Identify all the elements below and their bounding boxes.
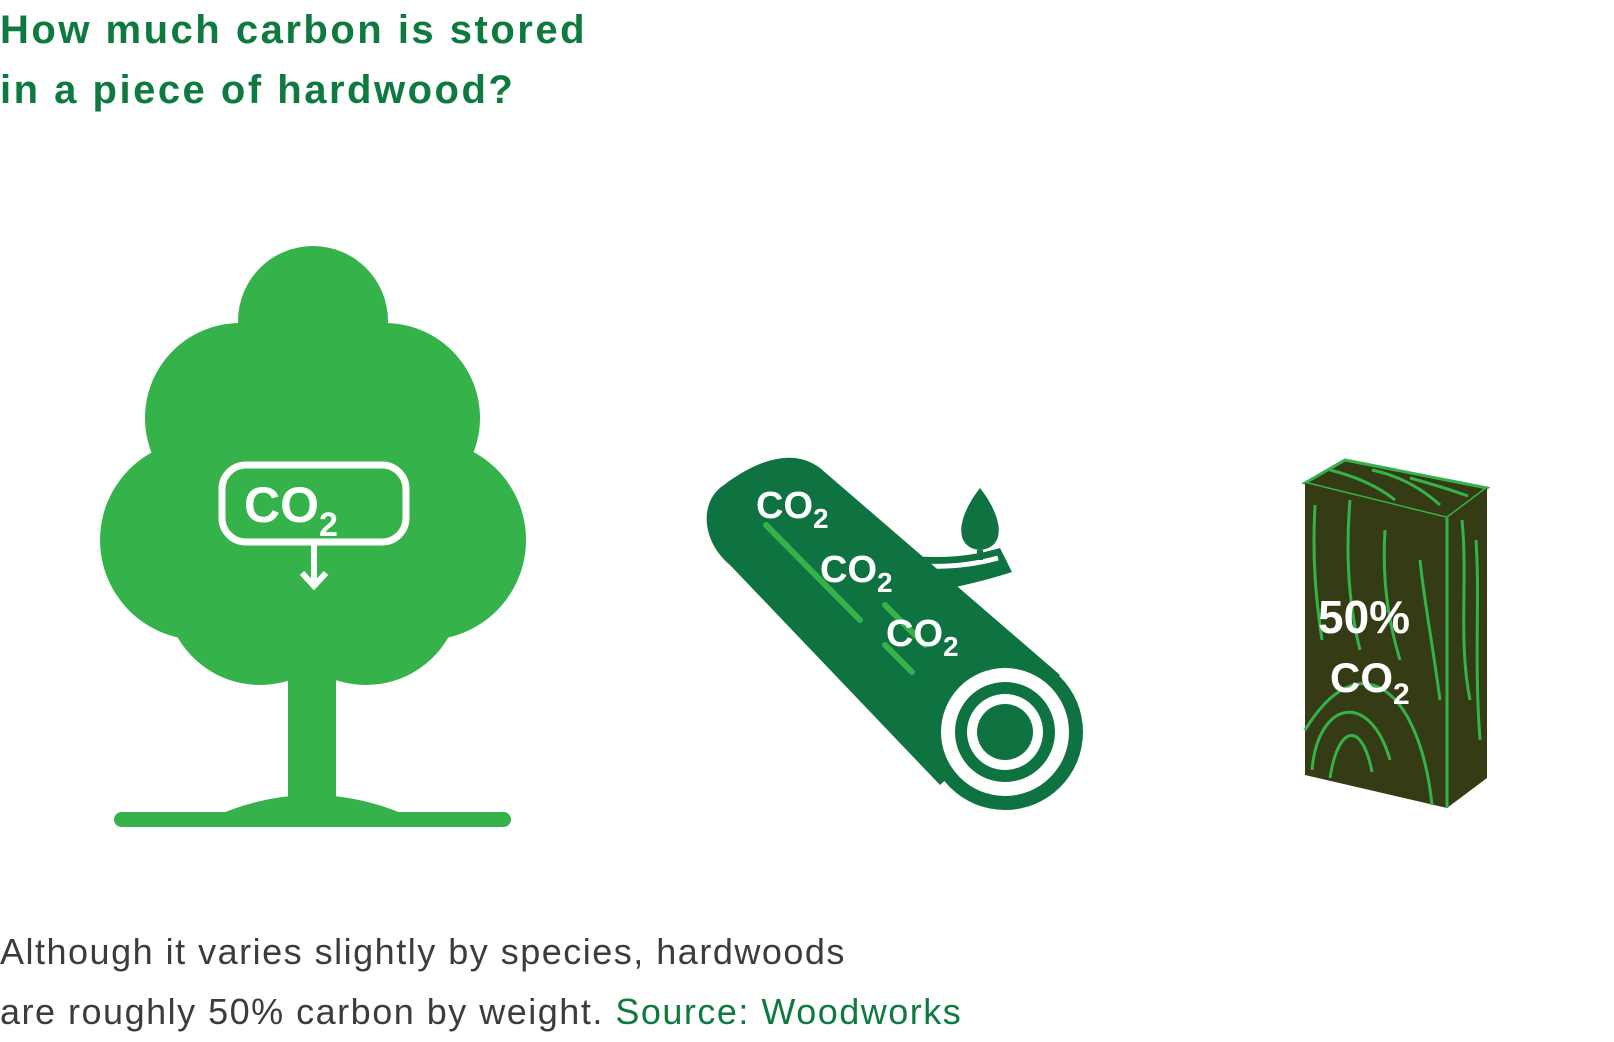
log-icon: CO2 CO2 CO2 bbox=[706, 457, 1083, 810]
caption-line-1: Although it varies slightly by species, … bbox=[0, 931, 846, 972]
caption-line-2-text: are roughly 50% carbon by weight. bbox=[0, 991, 616, 1032]
source-credit: Source: Woodworks bbox=[615, 991, 963, 1032]
tree-co2-text: CO2 bbox=[244, 477, 338, 544]
infographic-title: How much carbon is stored in a piece of … bbox=[0, 0, 760, 120]
block-co2-text: CO2 bbox=[1330, 654, 1410, 711]
block-percent-text: 50% bbox=[1318, 591, 1410, 643]
title-line-1: How much carbon is stored bbox=[0, 8, 588, 52]
caption: Although it varies slightly by species, … bbox=[0, 922, 1300, 1042]
log-co2-text-3: CO2 bbox=[886, 613, 959, 662]
tree-icon: CO2 bbox=[100, 246, 526, 827]
co2-badge: CO2 bbox=[218, 461, 410, 591]
caption-line-2: are roughly 50% carbon by weight. Source… bbox=[0, 982, 1300, 1042]
title-line-2: in a piece of hardwood? bbox=[0, 68, 516, 112]
log-co2-text-1: CO2 bbox=[756, 485, 829, 534]
log-co2-text-2: CO2 bbox=[820, 549, 893, 598]
wood-block-icon: 50% CO2 bbox=[1301, 458, 1491, 808]
